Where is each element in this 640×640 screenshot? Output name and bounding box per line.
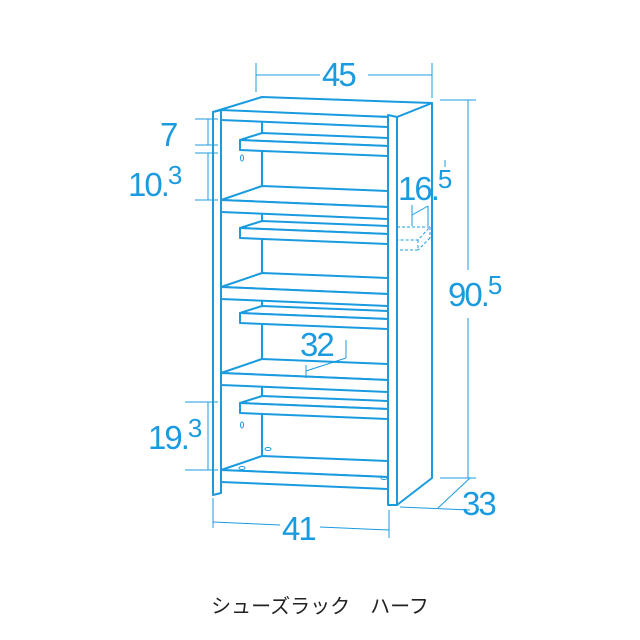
dimension-lines bbox=[185, 63, 476, 538]
rack-drawing bbox=[212, 96, 433, 506]
hidden-shelf-outline bbox=[417, 237, 431, 251]
left-side-panel bbox=[212, 109, 222, 496]
screw-hole bbox=[238, 466, 246, 470]
right-side-panel-face bbox=[396, 102, 433, 506]
label-gap-top: 7 bbox=[160, 116, 177, 153]
label-inner-width: 32 bbox=[300, 326, 333, 363]
label-width-top: 45 bbox=[322, 56, 355, 93]
label-width-bottom: 41 bbox=[282, 510, 315, 547]
product-caption: シューズラック ハーフ bbox=[211, 594, 429, 618]
label-gap-second: 10.3 bbox=[128, 160, 182, 203]
label-shelf-depth: 16.5 bbox=[398, 164, 452, 207]
screw-hole bbox=[264, 447, 272, 451]
label-bottom-gap: 19.3 bbox=[148, 413, 202, 456]
label-height: 90.5 bbox=[448, 270, 502, 313]
hidden-shelf-outline bbox=[397, 226, 432, 241]
right-side-panel-front bbox=[387, 114, 398, 506]
shelf-pin-hole bbox=[240, 154, 244, 162]
label-depth: 33 bbox=[462, 485, 495, 522]
screw-hole bbox=[380, 476, 388, 480]
shelf-pin-hole bbox=[240, 421, 244, 429]
